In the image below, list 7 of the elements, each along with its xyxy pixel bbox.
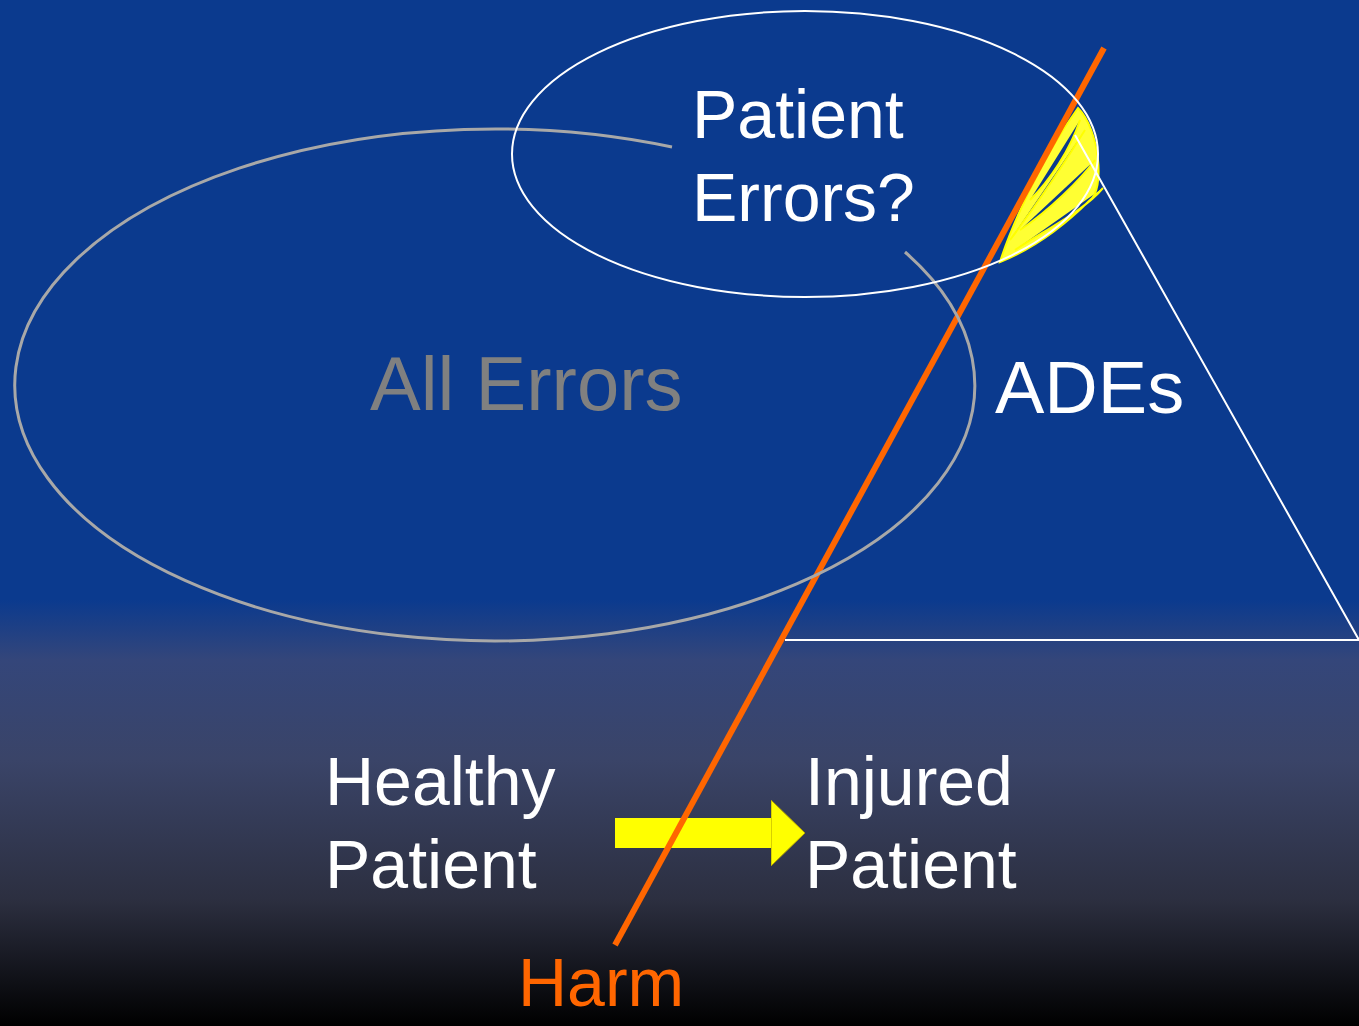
set-label: ADEs (995, 345, 1185, 431)
set-label: All Errors (370, 340, 683, 428)
block-arrow (615, 799, 806, 867)
set-label: Patient Errors? (692, 75, 916, 237)
node-label: Injured Patient (805, 742, 1018, 904)
node-label: Healthy Patient (325, 742, 557, 904)
line-label: Harm (518, 945, 685, 1020)
